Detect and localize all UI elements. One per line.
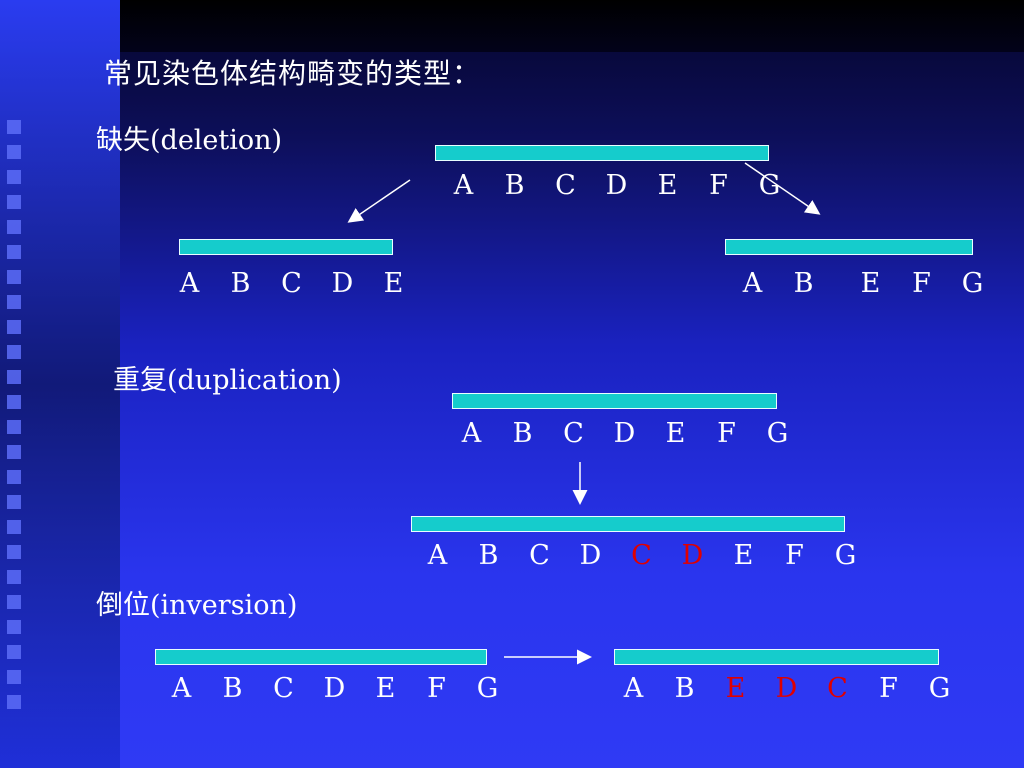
gene-label: B xyxy=(674,673,695,704)
deletion-right-result-chromosome xyxy=(725,239,973,255)
gene-label: D xyxy=(681,540,704,571)
gene-label: C xyxy=(563,418,584,449)
gene-label: G xyxy=(476,673,499,704)
gene-label: G xyxy=(834,540,857,571)
gene-label: C xyxy=(281,268,302,299)
gene-label: E xyxy=(665,418,686,449)
duplication-original-chromosome xyxy=(452,393,777,409)
gene-label: B xyxy=(230,268,251,299)
gene-label: D xyxy=(579,540,602,571)
gene-label: A xyxy=(742,268,763,299)
slide-heading: 常见染色体结构畸变的类型： xyxy=(104,57,482,90)
gene-label: E xyxy=(725,673,746,704)
gene-label: F xyxy=(709,170,728,201)
gene-label: G xyxy=(961,268,984,299)
duplication-result-chromosome xyxy=(411,516,845,532)
gene-label: E xyxy=(860,268,881,299)
deletion-left-result-chromosome xyxy=(179,239,393,255)
gene-label: B xyxy=(793,268,814,299)
gene-label: D xyxy=(613,418,636,449)
gene-label: D xyxy=(775,673,798,704)
gene-label: F xyxy=(717,418,736,449)
inversion-title: 倒位(inversion) xyxy=(96,590,298,621)
gene-label: B xyxy=(504,170,525,201)
gene-label: A xyxy=(461,418,482,449)
decorative-squares xyxy=(7,120,29,720)
deletion-title: 缺失(deletion) xyxy=(96,125,283,156)
gene-label: C xyxy=(827,673,848,704)
gene-label: B xyxy=(222,673,243,704)
gene-label: A xyxy=(623,673,644,704)
gene-label: D xyxy=(331,268,354,299)
gene-label: G xyxy=(928,673,951,704)
deletion-original-chromosome xyxy=(435,145,769,161)
gene-label: C xyxy=(273,673,294,704)
inversion-original-chromosome xyxy=(155,649,487,665)
gene-label: G xyxy=(766,418,789,449)
deletion-left-arrow xyxy=(347,179,411,223)
inversion-result-chromosome xyxy=(614,649,939,665)
gene-label: F xyxy=(879,673,898,704)
gene-label: B xyxy=(478,540,499,571)
deletion-right-arrow xyxy=(744,162,821,215)
gene-label: B xyxy=(512,418,533,449)
gene-label: C xyxy=(555,170,576,201)
top-dark-band xyxy=(120,0,1024,52)
gene-label: F xyxy=(912,268,931,299)
gene-label: A xyxy=(427,540,448,571)
gene-label: C xyxy=(529,540,550,571)
gene-label: D xyxy=(605,170,628,201)
gene-label: D xyxy=(323,673,346,704)
left-decorative-band xyxy=(0,0,120,768)
gene-label: F xyxy=(785,540,804,571)
gene-label: C xyxy=(631,540,652,571)
gene-label: A xyxy=(453,170,474,201)
duplication-title: 重复(duplication) xyxy=(113,365,342,396)
gene-label: A xyxy=(171,673,192,704)
gene-label: A xyxy=(179,268,200,299)
gene-label: G xyxy=(758,170,781,201)
gene-label: F xyxy=(427,673,446,704)
gene-label: E xyxy=(657,170,678,201)
gene-label: E xyxy=(383,268,404,299)
gene-label: E xyxy=(733,540,754,571)
gene-label: E xyxy=(375,673,396,704)
